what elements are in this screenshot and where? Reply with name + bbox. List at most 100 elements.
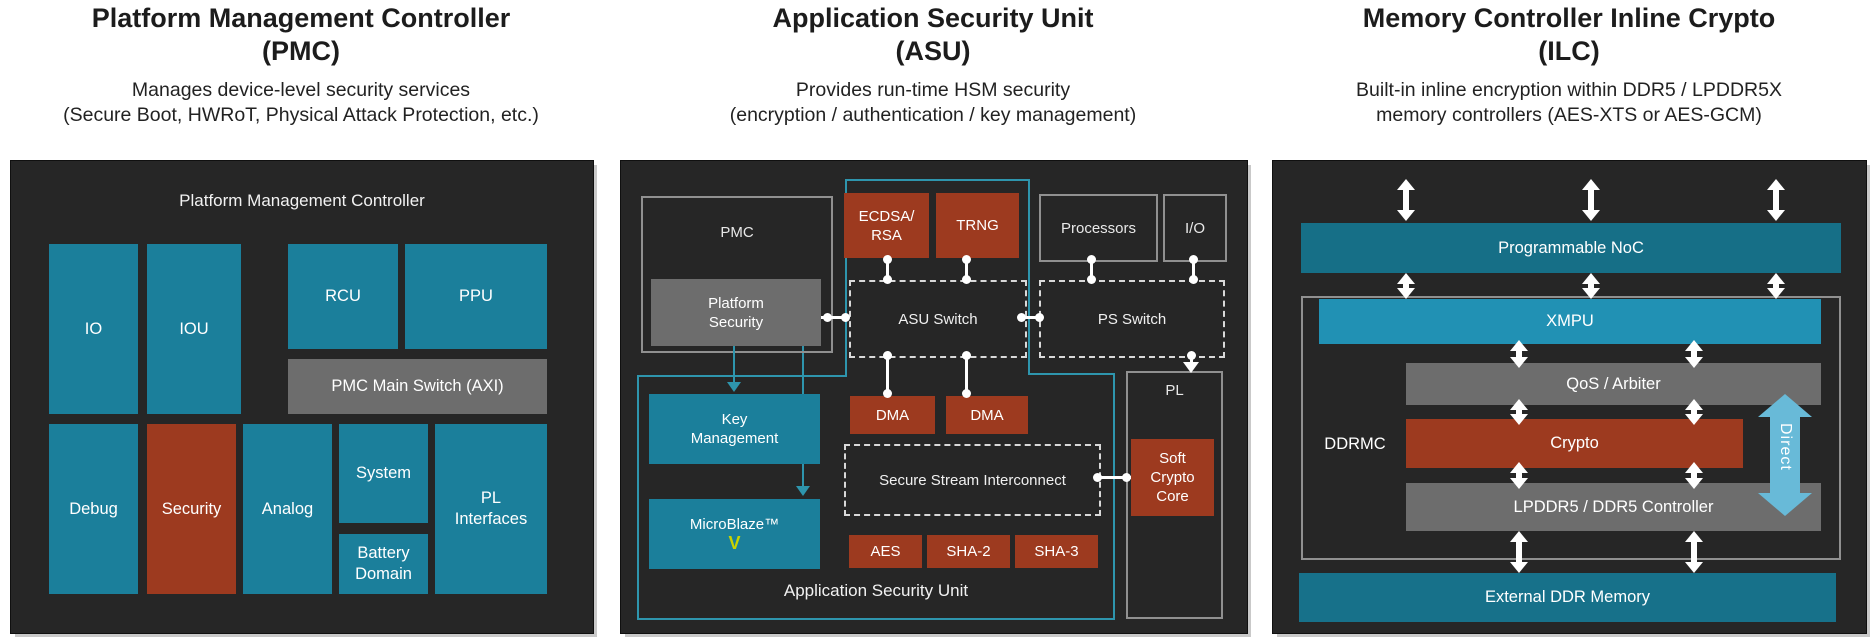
ilc-qos-arbiter: QoS / Arbiter — [1406, 363, 1821, 405]
link-dot — [962, 351, 971, 360]
link-dot — [1187, 351, 1196, 360]
pmc-block-security: Security — [147, 424, 236, 594]
link-dot — [1189, 275, 1198, 284]
asu-ecdsa-rsa: ECDSA/ RSA — [844, 193, 929, 258]
ps-switch: PS Switch — [1039, 280, 1225, 358]
ilc-lpddr-controller: LPDDR5 / DDR5 Controller — [1406, 483, 1821, 531]
asu-switch: ASU Switch — [849, 280, 1027, 358]
pl-arrowhead — [1183, 362, 1199, 373]
ilc-crypto: Crypto — [1406, 419, 1743, 468]
pmc-block-battery-domain: Battery Domain — [339, 534, 428, 594]
ilc-xmpu: XMPU — [1319, 299, 1821, 344]
pmc-title-line2: (PMC) — [262, 36, 340, 66]
crypto-lpddr-arrow — [1691, 472, 1697, 479]
ilc-ddrmc-label: DDRMC — [1324, 434, 1386, 453]
asu-pl-box: PL — [1126, 371, 1223, 619]
pmc-block-io: IO — [49, 244, 138, 414]
noc-top-arrow — [1588, 189, 1594, 211]
asu-microblaze: MicroBlaze™ V — [649, 499, 820, 569]
asu-diagram-label: Application Security Unit — [783, 581, 969, 600]
qos-crypto-arrow — [1516, 409, 1522, 415]
asu-boundary-outline — [637, 179, 1115, 620]
ps-to-asu-switch-link — [821, 316, 849, 319]
link-dot — [883, 255, 892, 264]
pmc-block-system: System — [339, 424, 428, 523]
platform-security-to-keymgmt-line — [733, 346, 735, 382]
link-dot — [883, 351, 892, 360]
keymgmt-arrowhead — [727, 382, 741, 392]
ecdsa-to-asu-switch-link — [886, 258, 889, 282]
link-dot — [1093, 473, 1102, 482]
trng-to-asu-switch-link — [965, 258, 968, 282]
pmc-block-analog: Analog — [243, 424, 332, 594]
asu-switch-to-ps-switch-link — [1021, 316, 1041, 319]
pmc-diagram: Platform Management Controller IO IOU RC… — [10, 160, 594, 634]
asu-diagram: PMC Platform Security ECDSA/ RSA TRNG Pr… — [620, 160, 1248, 634]
direct-bypass-label: Direct — [1777, 423, 1794, 471]
asu-sha3: SHA-3 — [1015, 535, 1098, 568]
direct-bypass-arrow — [1770, 416, 1800, 494]
noc-xmpu-arrow — [1773, 283, 1779, 289]
ssi-to-soft-crypto-link — [1097, 476, 1131, 479]
pmc-title-line1: Platform Management Controller — [91, 3, 511, 33]
microblaze-arrowhead — [796, 486, 810, 496]
asu-subtitle: Provides run-time HSM security (encrypti… — [729, 79, 1137, 126]
ilc-external-ddr-memory: External DDR Memory — [1299, 573, 1836, 622]
pmc-block-rcu: RCU — [288, 244, 398, 349]
asu-pmc-box: PMC — [641, 196, 833, 353]
asu-title-line1: Application Security Unit — [772, 3, 1094, 33]
ilc-title: Memory Controller Inline Crypto (ILC) — [1272, 2, 1866, 74]
pmc-block-debug: Debug — [49, 424, 138, 594]
pmc-block-iou: IOU — [147, 244, 241, 414]
noc-top-arrow — [1773, 189, 1779, 211]
pmc-diagram-label: Platform Management Controller — [179, 191, 425, 210]
ilc-diagram: Programmable NoC DDRMC XMPU QoS / Arbite… — [1272, 160, 1867, 634]
ilc-programmable-noc: Programmable NoC — [1301, 223, 1841, 273]
link-dot — [1189, 255, 1198, 264]
link-dot — [883, 389, 892, 398]
asu-title: Application Security Unit (ASU) — [620, 2, 1246, 74]
link-dot — [883, 275, 892, 284]
link-dot — [962, 255, 971, 264]
link-dot — [962, 389, 971, 398]
xmpu-qos-arrow — [1691, 350, 1697, 358]
link-dot — [1122, 473, 1131, 482]
noc-top-arrow — [1403, 189, 1409, 211]
lpddr-extddr-arrow — [1516, 541, 1522, 563]
asu-trng: TRNG — [936, 193, 1019, 258]
xmpu-qos-arrow — [1516, 350, 1522, 358]
pmc-title: Platform Management Controller (PMC) — [10, 2, 592, 74]
asu-switch-to-dma2-link — [965, 354, 968, 396]
link-dot — [823, 313, 832, 322]
link-dot — [1087, 255, 1096, 264]
asu-switch-to-dma1-link — [886, 354, 889, 396]
asu-key-management: Key Management — [649, 394, 820, 464]
ilc-title-line1: Memory Controller Inline Crypto — [1362, 3, 1776, 33]
pmc-block-pl-interfaces: PL Interfaces — [435, 424, 547, 594]
processors-to-ps-switch-link — [1090, 258, 1093, 282]
pmc-block-main-switch: PMC Main Switch (AXI) — [288, 359, 547, 414]
pmc-subtitle: Manages device-level security services (… — [63, 79, 539, 126]
asu-aes: AES — [849, 535, 922, 568]
link-dot — [962, 275, 971, 284]
asu-platform-security: Platform Security — [651, 279, 821, 346]
ilc-title-line2: (ILC) — [1538, 36, 1600, 66]
link-dot — [841, 313, 850, 322]
link-dot — [1035, 313, 1044, 322]
asu-dma-1: DMA — [850, 396, 935, 434]
qos-crypto-arrow — [1691, 409, 1697, 415]
crypto-lpddr-arrow — [1516, 472, 1522, 479]
microblaze-label: MicroBlaze™ — [689, 516, 780, 533]
link-dot — [1087, 275, 1096, 284]
io-to-ps-switch-link — [1192, 258, 1195, 282]
ilc-ddrmc-box — [1301, 296, 1841, 560]
link-dot — [1017, 313, 1026, 322]
pmc-block-ppu: PPU — [405, 244, 547, 349]
asu-processors: Processors — [1039, 194, 1158, 262]
noc-xmpu-arrow — [1588, 283, 1594, 289]
asu-soft-crypto-core: Soft Crypto Core — [1131, 439, 1214, 516]
asu-sha2: SHA-2 — [927, 535, 1010, 568]
asu-io: I/O — [1163, 194, 1227, 262]
ilc-subtitle: Built-in inline encryption within DDR5 /… — [1356, 79, 1782, 126]
